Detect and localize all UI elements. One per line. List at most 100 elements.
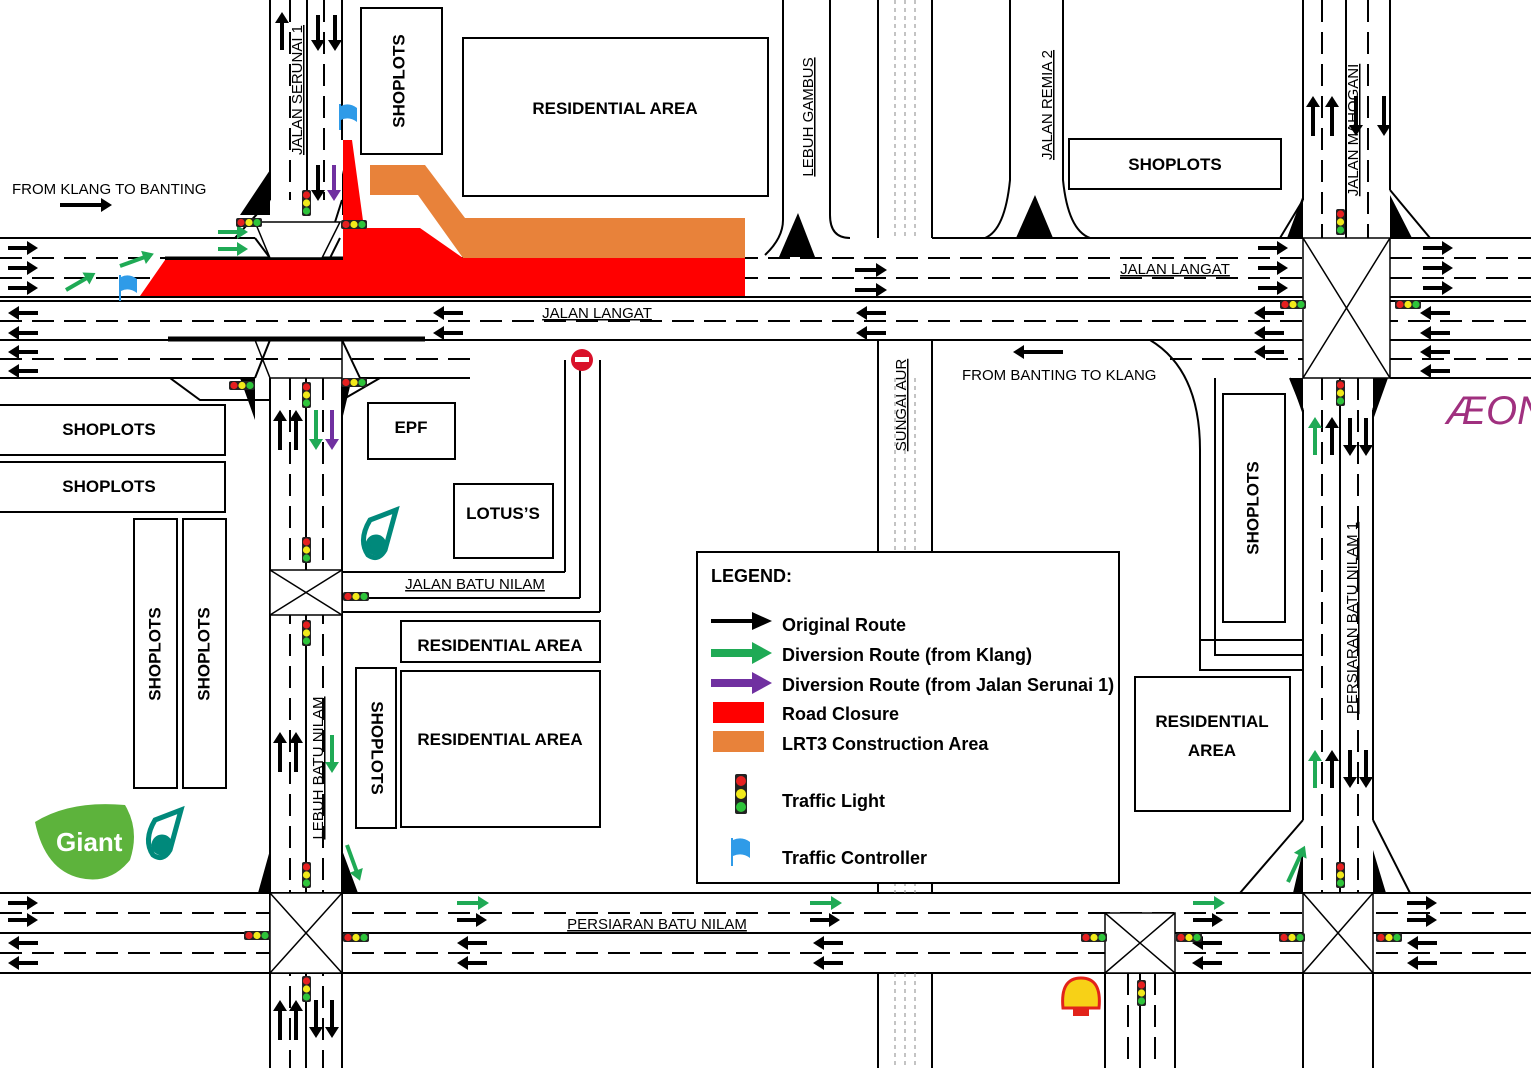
jalan-remia-2-road bbox=[984, 0, 1091, 239]
traffic-light-icon bbox=[302, 537, 311, 563]
building-shoplots-left-2: SHOPLOTS bbox=[0, 461, 226, 513]
original-route-arrow-icon bbox=[433, 306, 463, 320]
road-labels: JALAN SERUNAI 1 LEBUH GAMBUS JALAN REMIA… bbox=[289, 25, 1362, 933]
original-route-arrow-icon bbox=[855, 263, 887, 277]
original-route-arrow-icon bbox=[60, 198, 112, 212]
building-epf: EPF bbox=[367, 402, 456, 460]
original-route-arrow-icon bbox=[1258, 281, 1288, 295]
original-route-arrow-icon bbox=[856, 326, 886, 340]
original-route-arrow-icon bbox=[1193, 913, 1223, 927]
diversion-klang-arrow-icon bbox=[345, 844, 363, 881]
road-label-jalan-langat: JALAN LANGAT bbox=[542, 305, 652, 322]
original-route-arrow-icon bbox=[1359, 418, 1373, 456]
original-route-arrow-icon bbox=[1423, 281, 1453, 295]
traffic-light-icon bbox=[1336, 380, 1345, 406]
diversion-klang-arrow-icon bbox=[1308, 750, 1322, 788]
building-label: SHOPLOTS bbox=[1243, 461, 1262, 555]
arrow-right-icon bbox=[711, 642, 772, 664]
arrow-right-icon bbox=[711, 612, 772, 630]
original-route-arrow-icon bbox=[457, 913, 487, 927]
traffic-light-icon bbox=[1279, 933, 1305, 942]
building-label: RESIDENTIAL AREA bbox=[532, 99, 697, 118]
building-label: RESIDENTIAL AREA bbox=[417, 730, 582, 749]
diversion-klang-arrow-icon bbox=[218, 242, 248, 256]
original-route-arrow-icon bbox=[8, 326, 38, 340]
original-route-arrow-icon bbox=[8, 241, 38, 255]
traffic-lights bbox=[229, 190, 1421, 1006]
traffic-light-icon bbox=[1395, 300, 1421, 309]
original-route-arrow-icon bbox=[813, 936, 843, 950]
direction-note-banting-to-klang: FROM BANTING TO KLANG bbox=[962, 367, 1156, 384]
traffic-light-icon bbox=[343, 933, 369, 942]
traffic-controller-flag-icon bbox=[119, 275, 137, 301]
traffic-light-icon bbox=[1336, 862, 1345, 888]
diversion-serunai-arrow-icon bbox=[325, 410, 339, 450]
building-label: SHOPLOTS bbox=[194, 607, 213, 701]
road-label-jalan-langat: JALAN LANGAT bbox=[1120, 261, 1230, 278]
original-route-arrow-icon bbox=[273, 732, 287, 772]
building-residential-right: RESIDENTIAL AREA bbox=[1134, 676, 1291, 812]
building-residential-top: RESIDENTIAL AREA bbox=[462, 37, 769, 197]
building-label: SHOPLOTS bbox=[145, 607, 164, 701]
traffic-light-icon bbox=[341, 378, 367, 387]
original-route-arrow-icon bbox=[855, 283, 887, 297]
original-route-arrow-icon bbox=[1407, 956, 1437, 970]
original-route-arrow-icon bbox=[1349, 96, 1363, 136]
original-route-arrow-icon bbox=[8, 261, 38, 275]
building-residential-low: RESIDENTIAL AREA bbox=[400, 670, 601, 828]
original-route-arrow-icon bbox=[457, 936, 487, 950]
intersection-batu-nilam-shell bbox=[1104, 912, 1176, 974]
legend: LEGEND: Original Route Diversion Route (… bbox=[696, 551, 1120, 884]
original-route-arrow-icon bbox=[457, 956, 487, 970]
traffic-light-icon bbox=[302, 620, 311, 646]
original-route-arrow-icon bbox=[311, 15, 325, 51]
traffic-light-icon bbox=[343, 592, 369, 601]
lebuh-gambus-road bbox=[764, 0, 851, 257]
legend-item-traffic-light: Traffic Light bbox=[735, 774, 885, 814]
building-residential-mid: RESIDENTIAL AREA bbox=[400, 620, 601, 663]
building-label: SHOPLOTS bbox=[368, 701, 387, 795]
legend-label: Traffic Controller bbox=[782, 848, 927, 868]
building-label: SHOPLOTS bbox=[1128, 155, 1222, 174]
legend-item-traffic-controller: Traffic Controller bbox=[731, 838, 927, 868]
original-route-arrow-icon bbox=[1343, 750, 1357, 788]
original-route-arrow-icon bbox=[309, 1000, 323, 1038]
original-route-arrow-icon bbox=[1423, 241, 1453, 255]
building-label: LOTUS’S bbox=[466, 504, 540, 523]
original-route-arrow-icon bbox=[8, 913, 38, 927]
building-shoplots-top-right: SHOPLOTS bbox=[1068, 138, 1282, 190]
original-route-arrow-icon bbox=[856, 306, 886, 320]
intersection-jalan-batu-nilam bbox=[269, 569, 343, 616]
traffic-light-icon bbox=[341, 220, 367, 229]
sungai-aur-channel bbox=[877, 0, 933, 1068]
diversion-klang-arrow-icon bbox=[1286, 845, 1307, 883]
diversion-klang-arrow-icon bbox=[309, 410, 323, 450]
traffic-light-icon bbox=[1176, 933, 1202, 942]
original-route-arrow-icon bbox=[1423, 261, 1453, 275]
lrt3-construction-area bbox=[370, 165, 745, 258]
diversion-klang-arrow-icon bbox=[218, 225, 248, 239]
original-route-arrow-icon bbox=[8, 306, 38, 320]
original-route-arrow-icon bbox=[1306, 96, 1320, 136]
original-route-arrow-icon bbox=[813, 956, 843, 970]
legend-label: Diversion Route (from Klang) bbox=[782, 645, 1032, 665]
diversion-klang-arrow-icon bbox=[119, 250, 154, 268]
original-route-arrow-icon bbox=[275, 12, 289, 50]
road-label-persiaran-batu-nilam-1: PERSIARAN BATU NILAM 1 bbox=[1344, 522, 1361, 714]
original-route-arrow-icon bbox=[1343, 418, 1357, 456]
building-shoplots-top: SHOPLOTS bbox=[360, 7, 443, 155]
original-route-arrow-icon bbox=[328, 15, 342, 51]
original-route-arrow-icon bbox=[1192, 956, 1222, 970]
traffic-controller-flag-icon bbox=[339, 104, 357, 130]
legend-label: Road Closure bbox=[782, 704, 899, 724]
road-label-jalan-batu-nilam: JALAN BATU NILAM bbox=[405, 576, 545, 593]
original-route-arrow-icon bbox=[325, 1000, 339, 1038]
road-label-persiaran-batu-nilam: PERSIARAN BATU NILAM bbox=[567, 916, 747, 933]
original-route-arrow-icon bbox=[273, 1000, 287, 1040]
original-route-arrow-icon bbox=[1258, 261, 1288, 275]
original-route-arrow-icon bbox=[1325, 96, 1339, 136]
traffic-light-icon bbox=[302, 190, 311, 216]
traffic-light-icon bbox=[1081, 933, 1107, 942]
